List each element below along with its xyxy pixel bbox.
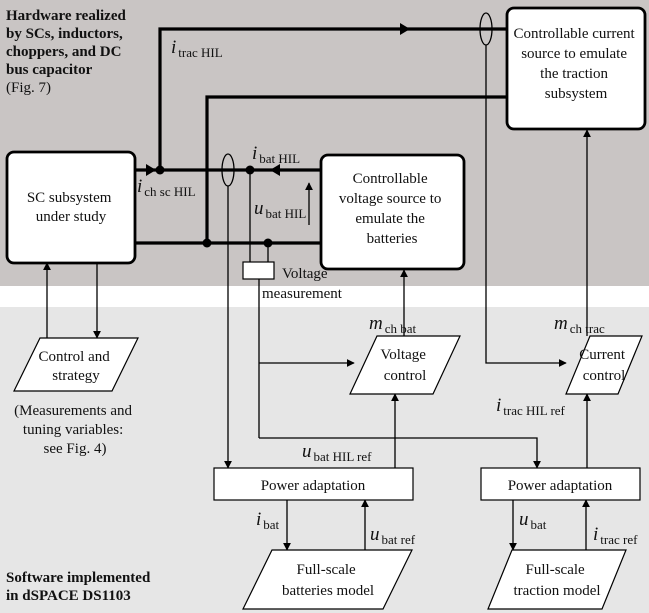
power-adaptation-left-block	[213, 467, 414, 501]
arrow-bat-hil	[270, 164, 280, 176]
arrow-trac	[400, 23, 410, 35]
control-strategy-block	[13, 337, 139, 392]
voltage-measurement-block	[242, 261, 275, 280]
measurements-note: (Measurements and tuning variables: see …	[14, 403, 136, 457]
arrow-ch-sc	[146, 164, 156, 176]
voltage-measurement-label: Voltage measurement	[262, 266, 343, 302]
control-strategy-label: Control and strategy	[39, 349, 114, 384]
software-title: Software implemented in dSPACE DS1103	[6, 570, 154, 604]
voltage-control-label: Voltage control	[380, 347, 429, 384]
current-control-label: Current control	[579, 347, 629, 384]
batteries-model-label: Full-scale batteries model	[282, 562, 374, 599]
voltage-control-block	[349, 335, 461, 395]
hardware-ref: (Fig. 7)	[6, 80, 51, 96]
node-sc-top	[155, 165, 165, 175]
wire-to-power-adapt-right	[259, 437, 541, 469]
sc-subsystem-block	[5, 150, 137, 265]
traction-model-block	[487, 549, 627, 610]
voltage-source-block	[319, 153, 466, 271]
wire-itrac-to-current-control	[485, 45, 567, 367]
batteries-model-block	[242, 549, 413, 610]
power-adaptation-right-label: Power adaptation	[508, 478, 613, 494]
wire-trac-bottom	[205, 95, 507, 243]
hardware-title: Hardware realized by SCs, inductors, cho…	[6, 8, 130, 78]
current-source-label: Controllable current source to emulate t…	[514, 26, 639, 102]
current-control-block	[565, 335, 643, 395]
current-source-block	[505, 6, 647, 131]
power-adaptation-right-block	[480, 467, 641, 501]
power-adaptation-left-label: Power adaptation	[261, 478, 366, 494]
node-sc-bottom	[202, 238, 212, 248]
wire-trac-top	[158, 27, 507, 170]
sc-subsystem-label: SC subsystem under study	[27, 190, 115, 225]
voltage-source-label: Controllable voltage source to emulate t…	[339, 171, 445, 247]
traction-model-label: Full-scale traction model	[513, 562, 600, 599]
